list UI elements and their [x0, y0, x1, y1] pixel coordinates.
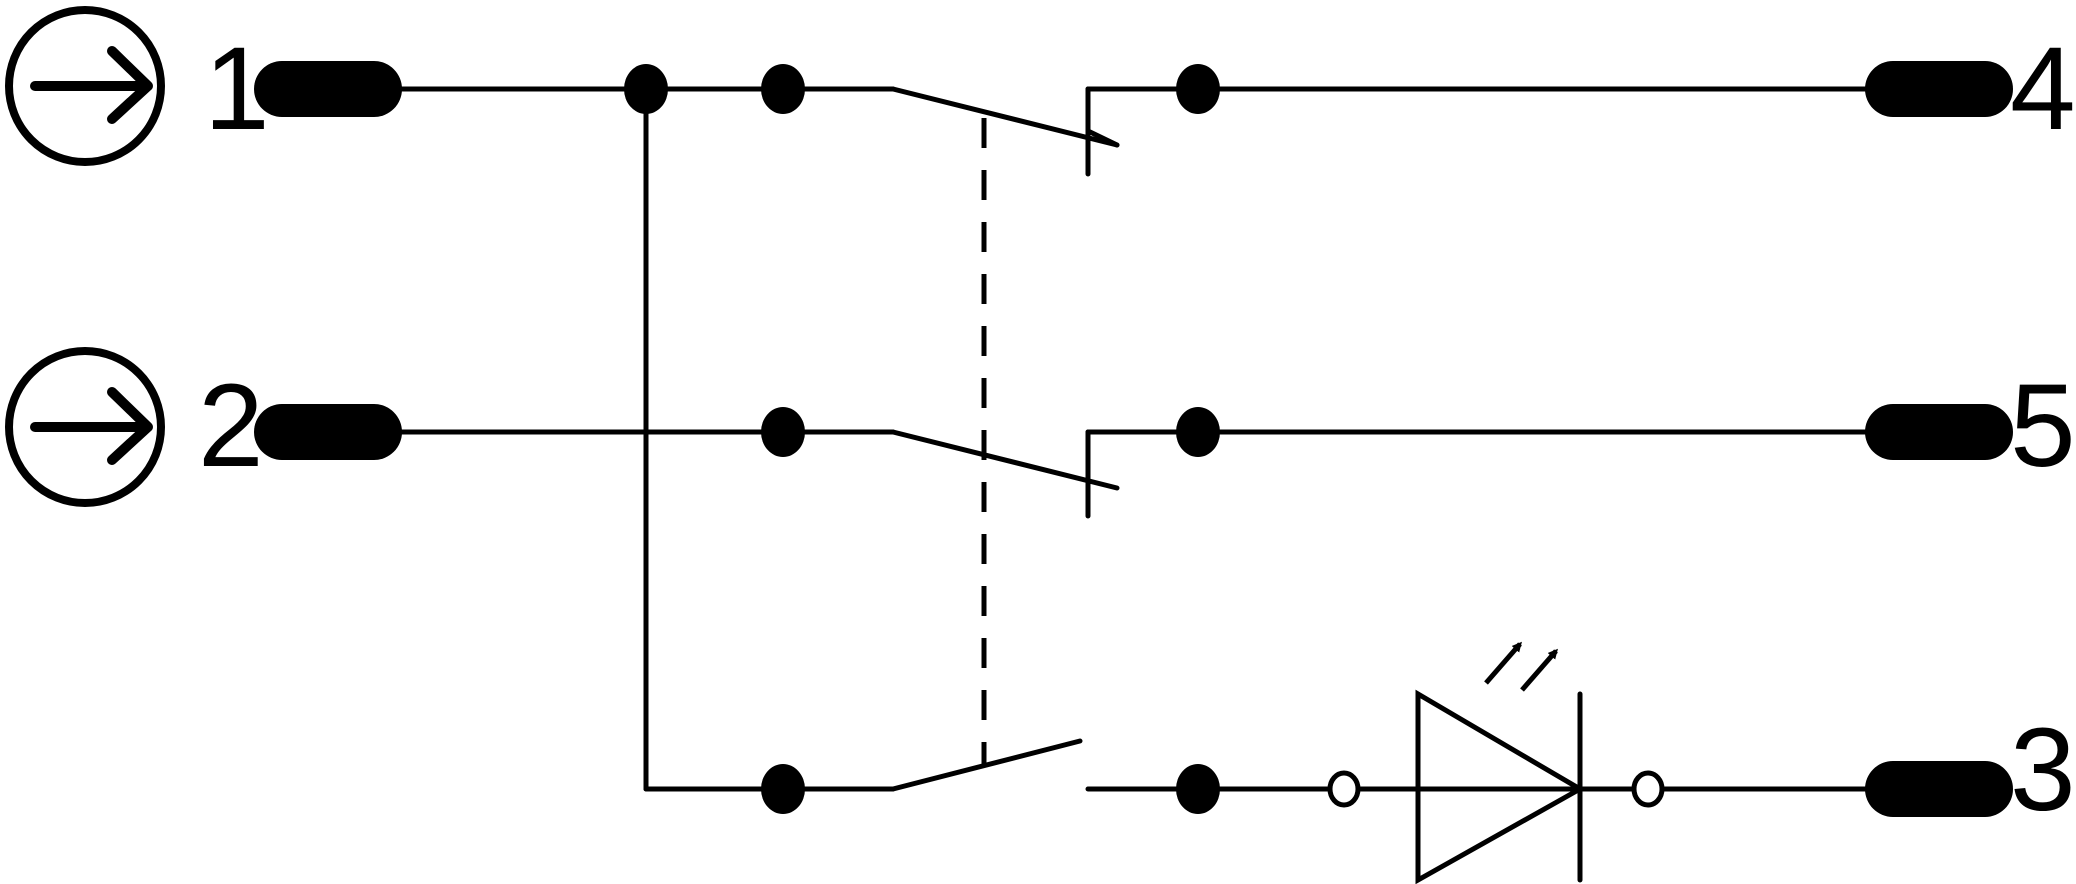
input-arrow-icon-1 — [5, 6, 165, 166]
wire-row-3 — [643, 109, 1873, 792]
led-connector-right — [1631, 770, 1665, 808]
input-arrow-icon-2 — [5, 347, 165, 507]
pin-label-4: 4 — [2010, 23, 2076, 155]
junction-dots — [624, 64, 1220, 814]
pin-label-3: 3 — [2010, 704, 2076, 836]
led-icon — [1415, 641, 1586, 884]
wire-row-1 — [392, 86, 1873, 177]
pin-label-5: 5 — [2010, 360, 2076, 492]
wire-row-2 — [392, 429, 1873, 519]
pin-label-2: 2 — [198, 360, 264, 492]
led-connector-left — [1327, 770, 1361, 808]
